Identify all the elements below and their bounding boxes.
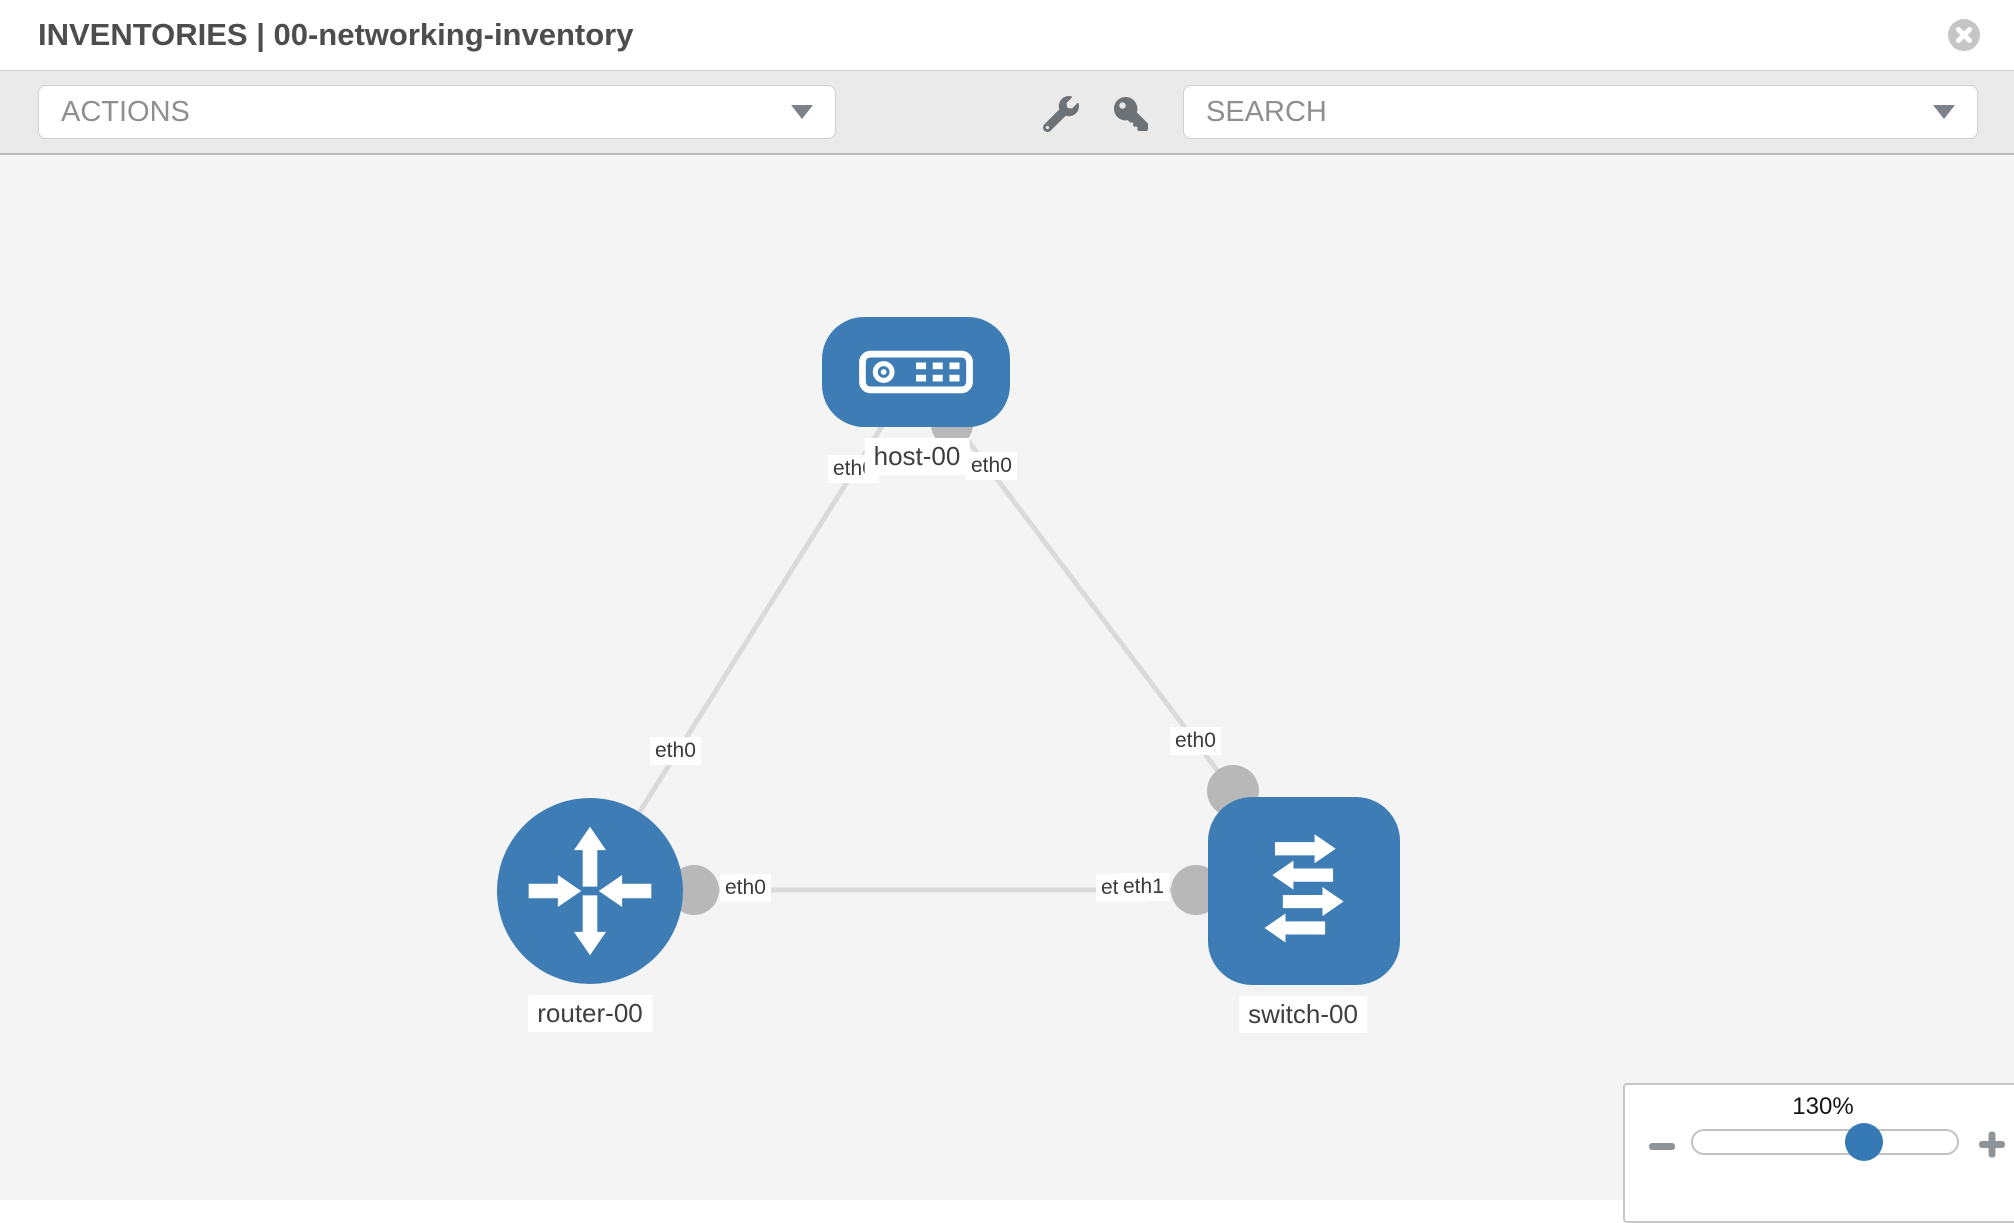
- interface-label: eth0: [1170, 727, 1221, 756]
- interface-label: eth0: [720, 874, 771, 903]
- interface-label: eth1: [1118, 873, 1169, 902]
- node-switch-00[interactable]: [1208, 797, 1400, 985]
- plus-icon: [1979, 1131, 2005, 1158]
- x-circle-icon: [1948, 19, 1980, 51]
- zoom-slider-track[interactable]: [1691, 1129, 1959, 1155]
- toolbar: ACTIONS SEARCH: [0, 71, 2014, 155]
- zoom-level-label: 130%: [1792, 1093, 1854, 1120]
- topology-links-layer: [587, 370, 1259, 915]
- switch-icon: [1264, 834, 1344, 943]
- node-label-host-00: host-00: [864, 438, 970, 476]
- key-icon: [1114, 97, 1148, 131]
- interface-label: eth0: [966, 452, 1017, 481]
- tools-button[interactable]: [1040, 93, 1082, 135]
- zoom-control-panel: 130%: [1623, 1083, 2014, 1223]
- topology-canvas[interactable]: eth0 eth0 eth0 eth0 eth0 eth0 eth1 host-…: [0, 155, 2014, 1223]
- zoom-out-button[interactable]: [1647, 1131, 1677, 1166]
- actions-dropdown[interactable]: ACTIONS: [38, 85, 836, 139]
- node-host-00[interactable]: [822, 317, 1010, 427]
- key-button[interactable]: [1110, 93, 1152, 135]
- node-label-switch-00: switch-00: [1239, 996, 1367, 1034]
- node-router-00[interactable]: [497, 798, 683, 984]
- chevron-down-icon: [1933, 105, 1955, 119]
- zoom-slider-handle[interactable]: [1845, 1123, 1883, 1161]
- router-icon: [528, 826, 652, 956]
- search-dropdown[interactable]: SEARCH: [1183, 85, 1978, 139]
- wrench-icon: [1043, 96, 1079, 132]
- host-icon: [859, 350, 973, 394]
- zoom-in-button[interactable]: [1975, 1127, 2009, 1166]
- actions-dropdown-label: ACTIONS: [61, 95, 190, 128]
- node-label-router-00: router-00: [528, 995, 652, 1033]
- interface-label: eth0: [650, 737, 701, 766]
- search-dropdown-label: SEARCH: [1206, 95, 1327, 128]
- minus-icon: [1649, 1143, 1675, 1150]
- chevron-down-icon: [791, 105, 813, 119]
- page-title: INVENTORIES | 00-networking-inventory: [38, 17, 634, 52]
- header: INVENTORIES | 00-networking-inventory: [0, 0, 2014, 71]
- close-button[interactable]: [1947, 18, 1981, 52]
